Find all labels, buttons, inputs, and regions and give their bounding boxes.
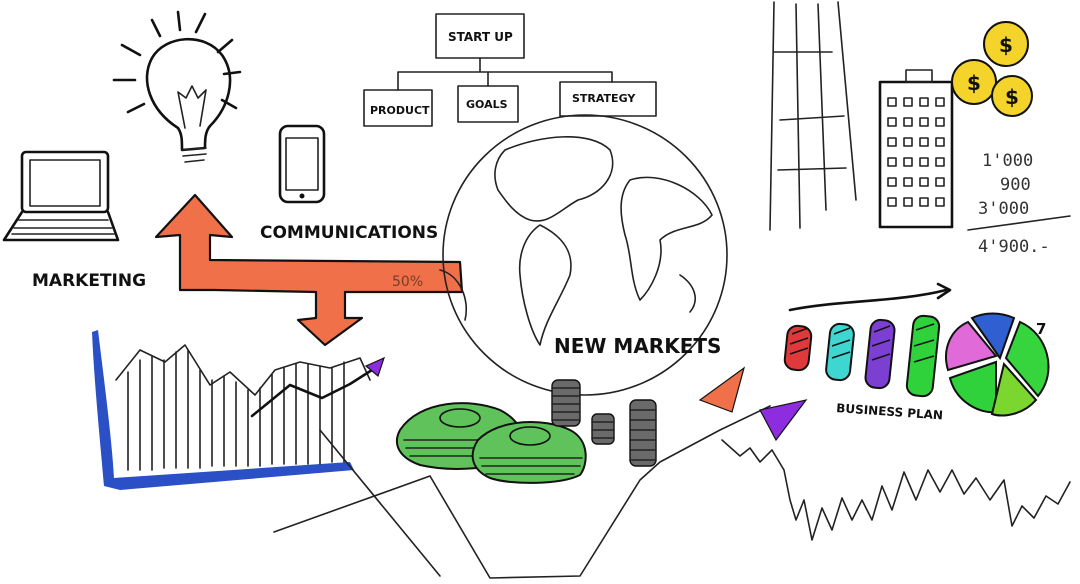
sum-calculation: 1'000 900 3'000 4'900.- [967,151,1071,257]
label-new-markets: NEW MARKETS [554,334,721,358]
percent-label: 50% [392,274,423,290]
dollar-coin-icon: $ $ $ [951,21,1033,117]
org-goals: GOALS [466,98,508,111]
stock-line [721,439,1071,541]
label-business-plan: BUSINESS PLAN [836,401,944,422]
org-start-up: START UP [448,30,513,44]
sum-line-1: 1'000 [982,151,1033,171]
sum-total: 4'900.- [978,237,1050,257]
skyscraper-icon [769,1,857,231]
coin-symbol: $ [999,33,1013,57]
money-stack-icon [395,402,587,484]
coin-symbol: $ [1005,85,1019,109]
business-plan-chart: BUSINESS PLAN [783,282,952,422]
coin-stack-icon [551,379,657,467]
pie-number: 7 [1036,320,1046,338]
light-bulb-icon [112,10,242,163]
orange-arrow: 50% [154,193,464,347]
pie-chart-icon: 7 [945,312,1050,417]
globe-icon [439,114,728,396]
laptop-icon [2,150,120,242]
org-product: PRODUCT [370,104,430,117]
trend-lines [273,366,808,579]
office-building-icon [878,69,954,229]
blue-line-chart [92,330,385,490]
smartphone-icon [278,124,326,204]
label-communications: COMMUNICATIONS [260,223,438,243]
coin-symbol: $ [967,71,981,95]
label-marketing: MARKETING [32,271,146,291]
org-strategy: STRATEGY [572,92,636,105]
sum-line-3: 3'000 [978,199,1029,219]
org-chart: START UP PRODUCT GOALS STRATEGY [363,13,657,127]
sum-line-2: 900 [1000,175,1031,195]
